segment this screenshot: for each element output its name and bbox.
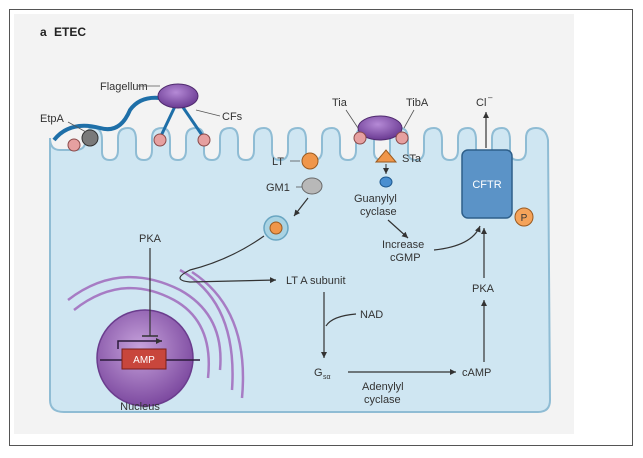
amp-gene-box — [121, 348, 167, 370]
cftr-channel — [461, 149, 513, 219]
amp-label: AMP — [133, 355, 155, 366]
transcription-arrow — [117, 338, 162, 349]
nucleus-label: Nucleus — [120, 401, 160, 413]
lt-a-subunit-label: LT A subunit — [286, 275, 346, 287]
etpa-adhesin — [81, 129, 99, 147]
cgmp-to-cftr-arrow — [433, 225, 481, 251]
etec-bacterium-left — [157, 83, 199, 109]
gm1-receptor — [301, 177, 323, 195]
receptor-3 — [197, 133, 211, 147]
tia-leader — [345, 109, 359, 129]
gm1-label: GM1 — [266, 182, 290, 194]
guanylyl-label-2: cyclase — [360, 206, 397, 218]
adenylyl-label-1: Adenylyl — [362, 381, 404, 393]
lt-label: LT — [272, 156, 284, 168]
guanylyl-label-1: Guanylyl — [354, 193, 397, 205]
figure-frame: a ETEC AMP Nucleus PKA Flagellum EtpA CF… — [9, 9, 633, 446]
adenylyl-label-2: cyclase — [364, 394, 401, 406]
pka-right-label: PKA — [472, 283, 495, 295]
chloride-superscript: – — [488, 93, 493, 102]
guanylyl-cyclase-receptor — [379, 176, 393, 188]
increase-label-2: cGMP — [390, 252, 421, 264]
receptor-1 — [67, 138, 81, 152]
flagellum-label: Flagellum — [100, 81, 148, 93]
chloride-label: Cl — [476, 97, 486, 109]
cfs-label: CFs — [222, 111, 243, 123]
tiba-receptor — [395, 131, 409, 145]
gsa-label: G — [314, 367, 323, 379]
lt-toxin — [301, 152, 319, 170]
etpa-leader — [67, 121, 87, 133]
receptor-2 — [153, 133, 167, 147]
cyclase-to-cgmp-arrow — [387, 219, 409, 239]
panel-title: ETEC — [54, 25, 86, 39]
endocytosis-arrow — [293, 197, 309, 217]
nad-label: NAD — [360, 309, 383, 321]
phosphate-label: P — [521, 213, 528, 224]
cftr-label: CFTR — [472, 179, 501, 191]
cfs-leader — [195, 109, 221, 117]
pka-left-label: PKA — [139, 233, 162, 245]
tia-receptor — [353, 131, 367, 145]
increase-label-1: Increase — [382, 239, 424, 251]
etec-pathway-diagram: a ETEC AMP Nucleus PKA Flagellum EtpA CF… — [14, 14, 574, 434]
sta-label: STa — [402, 153, 422, 165]
panel-letter: a — [40, 25, 47, 39]
sta-toxin — [374, 149, 398, 163]
tia-label: Tia — [332, 97, 348, 109]
phosphate-circle — [514, 207, 534, 227]
flagellum — [52, 95, 161, 142]
endosome-lt — [269, 221, 283, 235]
etpa-label: EtpA — [40, 113, 65, 125]
tiba-leader — [403, 109, 415, 129]
tiba-label: TibA — [406, 97, 429, 109]
gsa-subscript: sα — [323, 374, 331, 381]
endosome-to-lta-arrow — [179, 235, 277, 284]
nad-arrow — [325, 313, 357, 327]
camp-label: cAMP — [462, 367, 491, 379]
